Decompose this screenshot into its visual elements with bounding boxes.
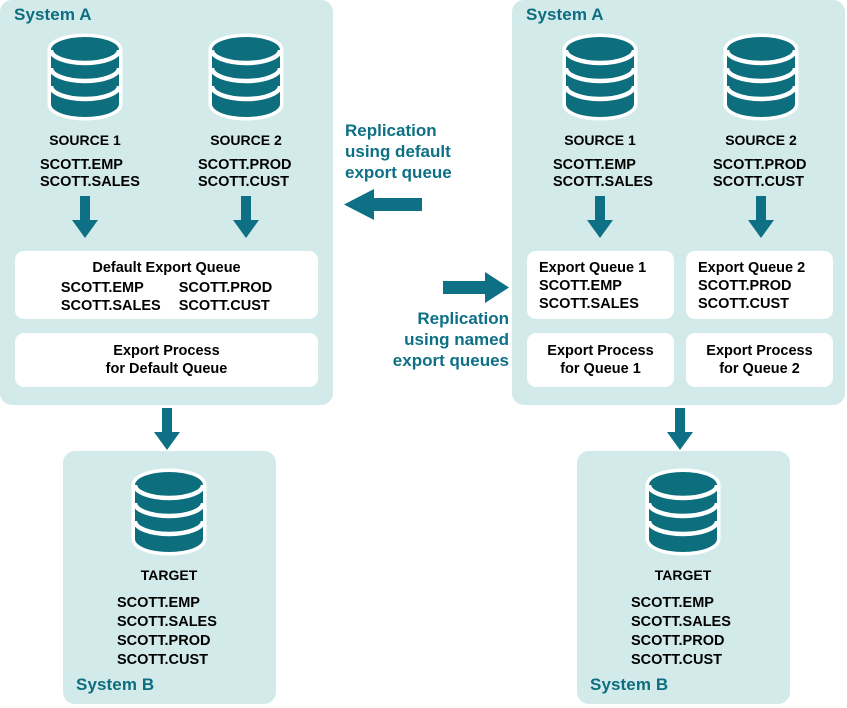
right-target-database-icon (644, 468, 722, 556)
right-system-b-title: System B (590, 675, 669, 694)
right-source2-to-queue2-arrow (748, 196, 774, 238)
left-source1-to-queue-arrow (72, 196, 98, 238)
left-default-queue-col2: SCOTT.PROD SCOTT.CUST (178, 280, 273, 314)
left-export-process-text: Export Process for Default Queue (105, 343, 228, 377)
right-target-tables: SCOTT.EMP SCOTT.SALES SCOTT.PROD SCOTT.C… (631, 595, 731, 668)
right-export-queue-1-tables: SCOTT.EMP SCOTT.SALES (539, 278, 639, 312)
left-source2-tables: SCOTT.PROD SCOTT.CUST (198, 157, 292, 190)
right-export-queue-2-title: Export Queue 2 (698, 260, 806, 276)
replication-named-queues-arrow (443, 272, 509, 303)
right-export-process-2-text: Export Process for Queue 2 (706, 343, 813, 377)
right-export-process-2-box[interactable]: Export Process for Queue 2 (686, 333, 833, 387)
left-source2-label: SOURCE 2 (210, 132, 282, 148)
right-export-queue-2-box[interactable]: Export Queue 2 SCOTT.PROD SCOTT.CUST (686, 251, 833, 319)
right-source2-database-icon (722, 33, 800, 121)
left-default-queue-col1: SCOTT.EMP SCOTT.SALES (60, 280, 161, 314)
right-export-queue-1-box[interactable]: Export Queue 1 SCOTT.EMP SCOTT.SALES (527, 251, 674, 319)
left-target-tables: SCOTT.EMP SCOTT.SALES SCOTT.PROD SCOTT.C… (117, 595, 217, 668)
right-system-a-title: System A (526, 5, 604, 24)
left-source2-to-queue-arrow (233, 196, 259, 238)
right-source2-label: SOURCE 2 (725, 132, 797, 148)
left-source1-label: SOURCE 1 (49, 132, 121, 148)
left-export-process-box[interactable]: Export Process for Default Queue (15, 333, 318, 387)
right-export-queue-1-title: Export Queue 1 (539, 260, 647, 276)
caption-replication-default-queue: Replication using default export queue (345, 121, 452, 182)
right-target-label: TARGET (654, 567, 712, 583)
left-source2-database-icon (207, 33, 285, 121)
right-source1-database-icon (561, 33, 639, 121)
left-target-database-icon (130, 468, 208, 556)
right-source1-tables: SCOTT.EMP SCOTT.SALES (553, 157, 653, 190)
left-default-export-queue-box[interactable]: Default Export Queue SCOTT.EMP SCOTT.SAL… (15, 251, 318, 319)
right-systema-to-systemb-arrow (667, 408, 693, 450)
left-systema-to-systemb-arrow (154, 408, 180, 450)
right-source1-to-queue1-arrow (587, 196, 613, 238)
caption-replication-named-queues: Replication using named export queues (392, 309, 509, 370)
left-default-queue-title: Default Export Queue (92, 260, 241, 276)
left-system-b-title: System B (76, 675, 155, 694)
right-source2-tables: SCOTT.PROD SCOTT.CUST (713, 157, 807, 190)
left-target-label: TARGET (140, 567, 198, 583)
left-source1-tables: SCOTT.EMP SCOTT.SALES (40, 157, 140, 190)
right-export-process-1-box[interactable]: Export Process for Queue 1 (527, 333, 674, 387)
left-default-queue-columns: SCOTT.EMP SCOTT.SALES SCOTT.PROD SCOTT.C… (15, 279, 318, 315)
right-export-queue-2-tables: SCOTT.PROD SCOTT.CUST (698, 278, 792, 312)
replication-default-queue-arrow (344, 189, 422, 220)
left-source1-database-icon (46, 33, 124, 121)
right-source1-label: SOURCE 1 (564, 132, 636, 148)
right-export-process-1-text: Export Process for Queue 1 (547, 343, 654, 377)
left-system-a-title: System A (14, 5, 92, 24)
